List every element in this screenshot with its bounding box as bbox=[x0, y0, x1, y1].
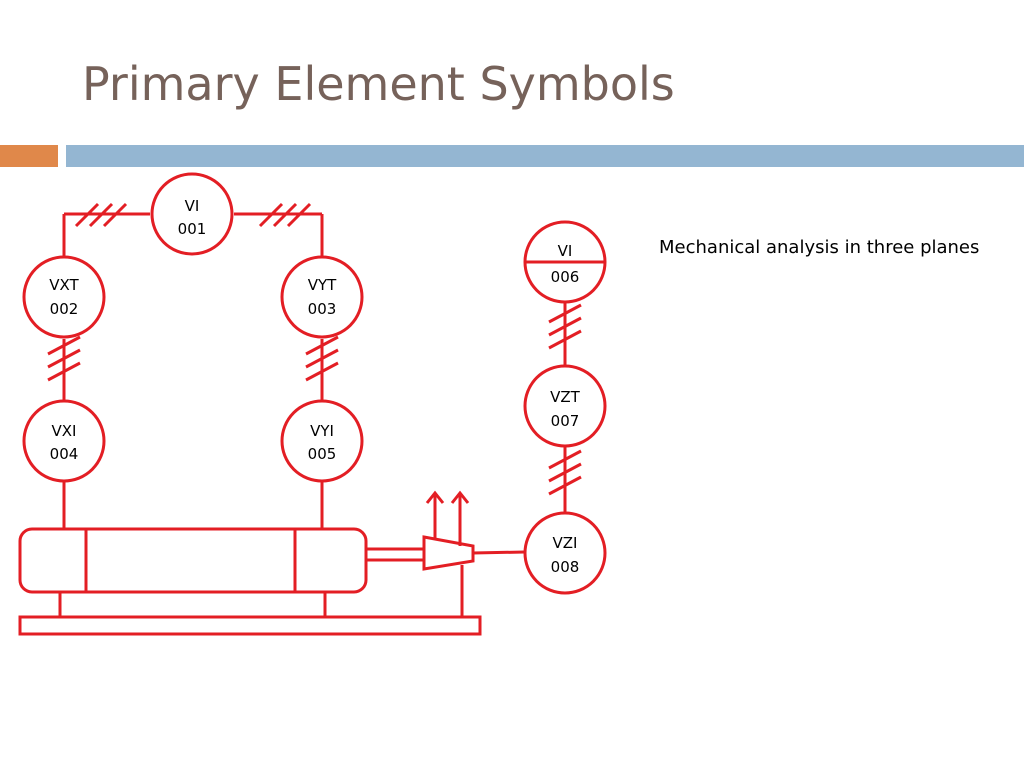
instrument-vyt003-tag: VYT bbox=[308, 276, 337, 294]
accent-bar-blue bbox=[66, 145, 1024, 167]
instrument-vzi008-tag: VZI bbox=[553, 534, 578, 552]
instrument-vxt002-number: 002 bbox=[50, 300, 79, 318]
instrument-vyi005-number: 005 bbox=[308, 445, 337, 463]
hatch-marks-top-right bbox=[258, 202, 312, 228]
hatch-marks-top-left bbox=[74, 202, 128, 228]
motor-body bbox=[18, 527, 368, 594]
hatch-marks-left-column bbox=[47, 335, 81, 382]
instrument-vxi004-tag: VXI bbox=[52, 422, 77, 440]
instrument-vxt002: VXT 002 bbox=[22, 255, 106, 339]
arrow-up-right-head bbox=[450, 490, 470, 504]
instrument-vyi005-tag: VYI bbox=[310, 422, 334, 440]
instrument-vzt007: VZT 007 bbox=[523, 364, 607, 448]
hatch-marks-middle-column bbox=[305, 335, 339, 382]
base-plate bbox=[18, 615, 482, 636]
instrument-vyi005: VYI 005 bbox=[280, 399, 364, 483]
description-text: Mechanical analysis in three planes bbox=[659, 237, 980, 258]
instrument-vi006: VI 006 bbox=[523, 220, 607, 304]
instrument-vxi004: VXI 004 bbox=[22, 399, 106, 483]
instrument-vi001: VI 001 bbox=[150, 172, 234, 256]
instrument-vxt002-tag: VXT bbox=[49, 276, 79, 294]
instrument-vxi004-number: 004 bbox=[50, 445, 79, 463]
arrow-up-left-head bbox=[425, 490, 445, 504]
instrument-vi001-tag: VI bbox=[185, 197, 200, 215]
instrument-vi006-tag: VI bbox=[558, 242, 573, 260]
signal-line-compressor-vzi008 bbox=[472, 550, 526, 555]
instrument-vzt007-number: 007 bbox=[551, 412, 580, 430]
hatch-marks-right-lower bbox=[548, 449, 582, 496]
instrument-vi006-number: 006 bbox=[551, 268, 580, 286]
instrument-vyt003: VYT 003 bbox=[280, 255, 364, 339]
instrument-vzi008: VZI 008 bbox=[523, 511, 607, 595]
instrument-vzt007-tag: VZT bbox=[550, 388, 581, 406]
instrument-vyt003-number: 003 bbox=[308, 300, 337, 318]
compressor bbox=[422, 535, 475, 571]
accent-bar-orange bbox=[0, 145, 58, 167]
slide-title: Primary Element Symbols bbox=[82, 57, 675, 111]
instrument-vzi008-number: 008 bbox=[551, 558, 580, 576]
hatch-marks-right-upper bbox=[548, 303, 582, 350]
instrument-vi001-number: 001 bbox=[178, 220, 207, 238]
